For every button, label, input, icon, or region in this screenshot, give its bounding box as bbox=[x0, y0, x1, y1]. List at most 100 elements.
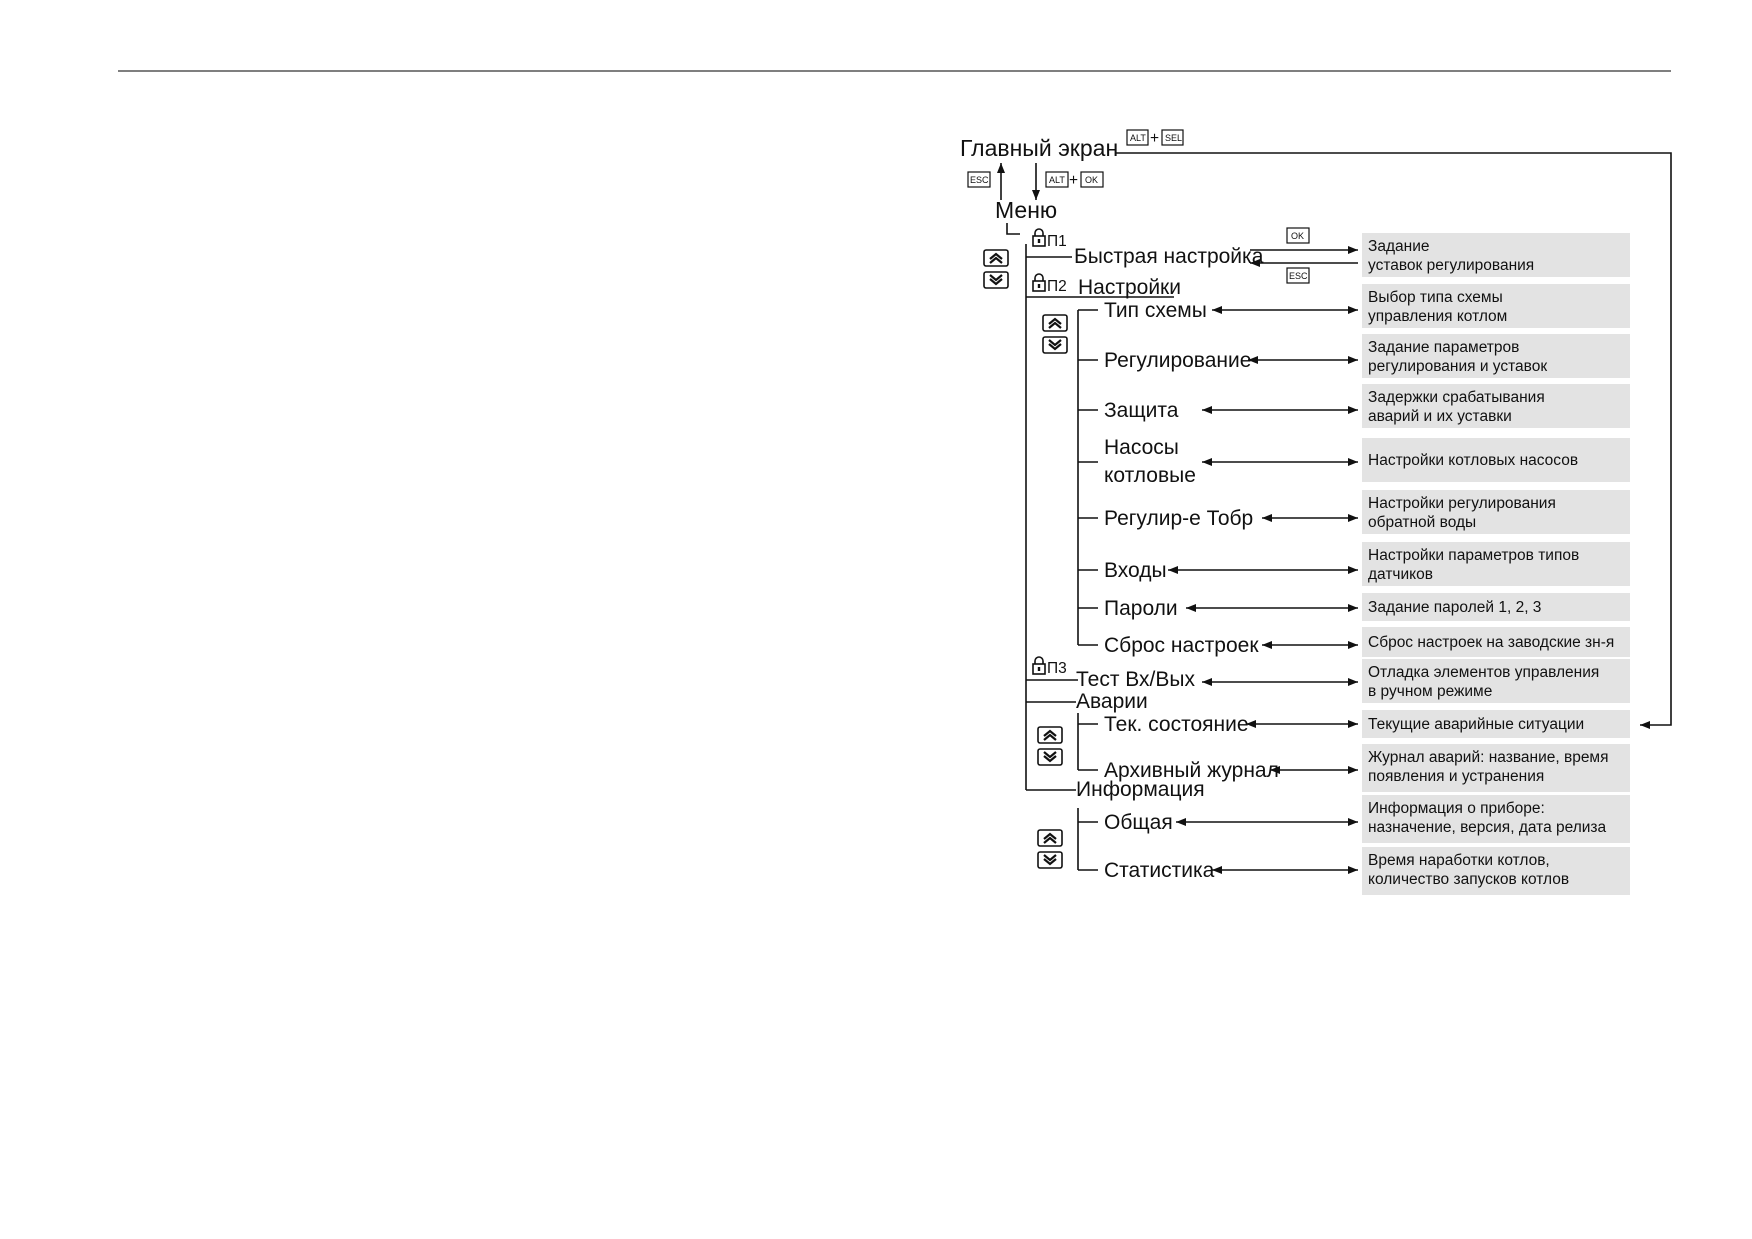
description-box-bg bbox=[1362, 795, 1630, 843]
settings-subitem-label: Защита bbox=[1104, 399, 1179, 422]
quick-setup-item[interactable]: Быстрая настройка bbox=[1074, 245, 1264, 268]
test-io-item[interactable]: Тест Вх/Вых bbox=[1076, 668, 1195, 691]
alt-ok-key-combo: ALT + OK bbox=[1045, 171, 1104, 189]
description-box: Отладка элементов управления в ручном реж… bbox=[1362, 659, 1630, 703]
settings-subitem[interactable]: Тип схемы bbox=[1078, 299, 1358, 322]
description-box-bg bbox=[1362, 593, 1630, 621]
esc-key-label-2: ESC bbox=[1289, 271, 1308, 281]
description-line-2: аварий и их уставки bbox=[1368, 408, 1512, 425]
info-subitem[interactable]: Общая bbox=[1078, 811, 1358, 834]
description-line-1: Отладка элементов управления bbox=[1368, 664, 1599, 681]
alt-sel-key-combo: ALT + SEL bbox=[1126, 129, 1184, 147]
description-box-bg bbox=[1362, 744, 1630, 792]
description-line-1: Сброс настроек на заводские зн-я bbox=[1368, 634, 1614, 651]
settings-subitem-label: Входы bbox=[1104, 559, 1167, 582]
description-box: Время наработки котлов, количество запуск… bbox=[1362, 847, 1630, 895]
main-screen-label: Главный экран bbox=[960, 135, 1118, 161]
settings-subitem[interactable]: Насосы котловые bbox=[1078, 436, 1358, 487]
main-screen-alarm-link bbox=[1116, 152, 1672, 729]
description-line-2: количество запусков котлов bbox=[1368, 871, 1569, 888]
settings-subitem[interactable]: Регулирование bbox=[1078, 349, 1358, 372]
description-box-bg bbox=[1362, 233, 1630, 277]
alt-key-label-2: ALT bbox=[1049, 175, 1065, 185]
description-line-1: Информация о приборе: bbox=[1368, 800, 1545, 817]
description-box-bg bbox=[1362, 284, 1630, 328]
description-line-1: Задание bbox=[1368, 238, 1430, 255]
description-box-bg bbox=[1362, 710, 1630, 738]
esc-key-combo: ESC bbox=[967, 171, 991, 188]
description-box: Задержки срабатывания аварий и их уставки bbox=[1362, 384, 1630, 428]
description-line-1: Настройки котловых насосов bbox=[1368, 452, 1578, 469]
description-line-1: Настройки параметров типов bbox=[1368, 547, 1579, 564]
description-line-2: в ручном режиме bbox=[1368, 683, 1492, 700]
description-line-2: уставок регулирования bbox=[1368, 257, 1534, 274]
esc-key-label: ESC bbox=[970, 175, 989, 185]
lock-p1-label: П1 bbox=[1047, 233, 1067, 250]
alarm-subitem[interactable]: Архивный журнал bbox=[1078, 759, 1358, 782]
description-line-1: Выбор типа схемы bbox=[1368, 289, 1503, 306]
settings-item[interactable]: Настройки bbox=[1078, 276, 1181, 299]
info-subitem[interactable]: Статистика bbox=[1078, 859, 1358, 882]
description-box: Задание паролей 1, 2, 3 bbox=[1362, 593, 1630, 621]
description-box: Журнал аварий: название, время появления … bbox=[1362, 744, 1630, 792]
description-line-2: обратной воды bbox=[1368, 514, 1476, 531]
description-box: Информация о приборе:назначение, версия,… bbox=[1362, 795, 1630, 843]
alarm-subitem-label: Тек. состояние bbox=[1104, 713, 1249, 736]
info-subitem-label: Статистика bbox=[1104, 859, 1215, 882]
description-box-bg bbox=[1362, 659, 1630, 703]
esc-key-quick: ESC bbox=[1286, 267, 1310, 284]
alarm-subitem-label: Архивный журнал bbox=[1104, 759, 1279, 782]
description-box: Настройки регулирования обратной воды bbox=[1362, 490, 1630, 534]
info-nav-keys[interactable] bbox=[1038, 830, 1062, 868]
description-line-2: датчиков bbox=[1368, 566, 1433, 583]
plus-sign: + bbox=[1150, 130, 1159, 147]
ok-key-quick: OK bbox=[1286, 227, 1310, 244]
alt-key-label: ALT bbox=[1130, 133, 1146, 143]
description-box: Настройки котловых насосов bbox=[1362, 438, 1630, 482]
description-line-1: Задание паролей 1, 2, 3 bbox=[1368, 599, 1541, 616]
lock-p2-label: П2 bbox=[1047, 278, 1067, 295]
description-line-2: управления котлом bbox=[1368, 308, 1507, 325]
description-box: Настройки параметров типов датчиков bbox=[1362, 542, 1630, 586]
description-line-2: появления и устранения bbox=[1368, 768, 1544, 785]
description-box-bg bbox=[1362, 384, 1630, 428]
settings-nav-keys[interactable] bbox=[1043, 315, 1067, 353]
sel-key-label: SEL bbox=[1165, 133, 1182, 143]
settings-subitem[interactable]: Входы bbox=[1078, 559, 1358, 582]
description-box-bg bbox=[1362, 438, 1630, 482]
settings-subitem-label-2: котловые bbox=[1104, 464, 1196, 487]
alarms-item[interactable]: Аварии bbox=[1076, 690, 1148, 713]
description-box: Сброс настроек на заводские зн-я bbox=[1362, 627, 1630, 657]
description-line-1: Журнал аварий: название, время bbox=[1368, 749, 1609, 766]
settings-subitem-label: Насосы bbox=[1104, 436, 1179, 459]
plus-sign-2: + bbox=[1069, 172, 1078, 189]
settings-subitem[interactable]: Сброс настроек bbox=[1078, 634, 1358, 657]
description-line-1: Текущие аварийные ситуации bbox=[1368, 716, 1584, 733]
ok-key-label-2: OK bbox=[1291, 231, 1304, 241]
description-line-1: Задержки срабатывания bbox=[1368, 389, 1545, 406]
settings-subitem[interactable]: Пароли bbox=[1078, 597, 1358, 620]
info-item[interactable]: Информация bbox=[1076, 778, 1205, 801]
description-box-bg bbox=[1362, 542, 1630, 586]
settings-subitem[interactable]: Защита bbox=[1078, 399, 1358, 422]
settings-subitem[interactable]: Регулир-е Тобр bbox=[1078, 507, 1358, 530]
menu-p1-connector bbox=[1006, 223, 1020, 235]
ok-key-label: OK bbox=[1085, 175, 1098, 185]
settings-subitem-label: Сброс настроек bbox=[1104, 634, 1259, 657]
alarm-subitem[interactable]: Тек. состояние bbox=[1078, 713, 1358, 736]
settings-subitem-label: Пароли bbox=[1104, 597, 1178, 620]
settings-subitem-label: Тип схемы bbox=[1104, 299, 1207, 322]
description-line-1: Задание параметров bbox=[1368, 339, 1519, 356]
description-box: Выбор типа схемы управления котлом bbox=[1362, 284, 1630, 328]
top-level-nav-keys[interactable] bbox=[984, 250, 1008, 288]
description-line-1: Настройки регулирования bbox=[1368, 495, 1556, 512]
description-line-1: Время наработки котлов, bbox=[1368, 852, 1550, 869]
description-box-bg bbox=[1362, 627, 1630, 657]
alarms-nav-keys[interactable] bbox=[1038, 727, 1062, 765]
description-box: Задание уставок регулирования bbox=[1362, 233, 1630, 277]
